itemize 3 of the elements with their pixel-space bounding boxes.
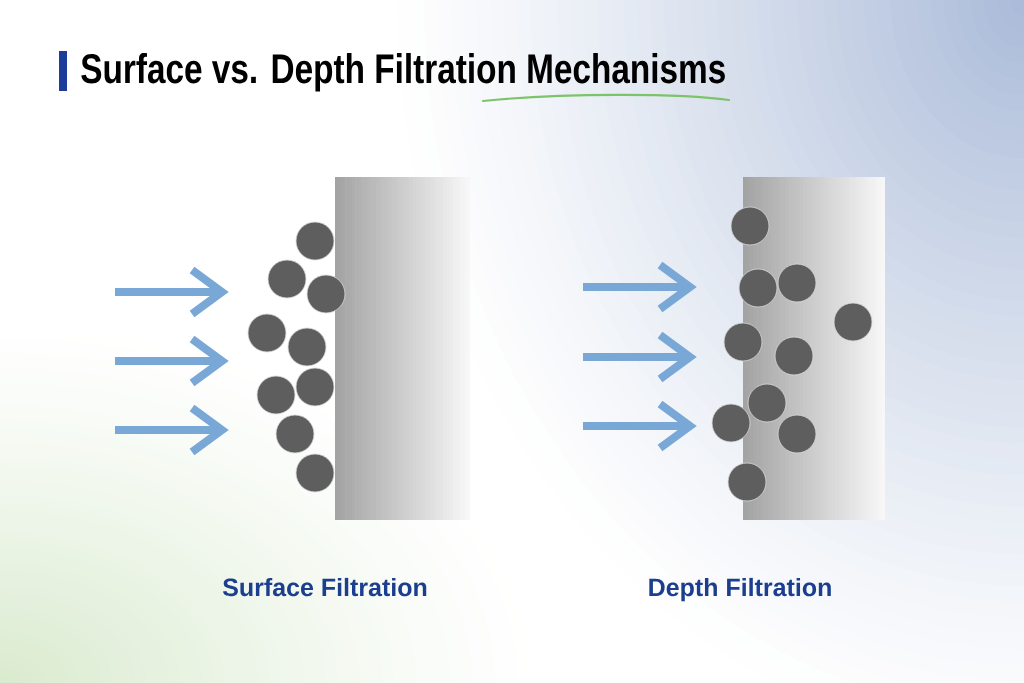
panel-label: Depth Filtration <box>649 577 831 602</box>
panel-label: Surface Filtration <box>222 577 427 597</box>
title: Surface vs. Depth Filtration Mechanisms <box>81 53 725 92</box>
